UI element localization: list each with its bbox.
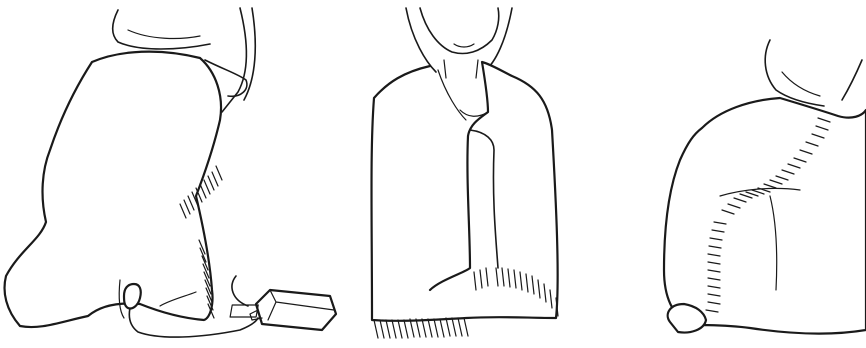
lap-fold-line-2 <box>769 195 778 291</box>
controller-cable <box>128 307 259 338</box>
shoulder-outline <box>111 9 211 50</box>
cape-collar-inner <box>459 109 489 117</box>
controller-cable-2 <box>231 275 249 307</box>
fold-line-2 <box>159 291 197 307</box>
cape-overlap <box>469 129 499 269</box>
fringe-edge-side <box>179 165 223 319</box>
figure-front-cape <box>370 7 559 339</box>
hair-left <box>405 7 437 73</box>
lap-fold-line <box>719 187 801 197</box>
hair-right <box>483 7 513 73</box>
head-outline <box>419 7 500 55</box>
sleeve-line <box>781 71 821 97</box>
cape-collar-left <box>437 69 467 121</box>
controller-device <box>229 288 338 332</box>
figure-side-view <box>3 7 338 338</box>
arm-outline <box>204 59 248 98</box>
lap-blanket-body <box>662 96 866 335</box>
foot-outline <box>666 302 708 334</box>
blanket-body <box>3 50 223 329</box>
chair-back-line <box>221 7 248 113</box>
fringe-edge-lap <box>705 117 831 313</box>
torso-outline <box>764 39 825 107</box>
controller-display <box>229 304 259 318</box>
neck-lines <box>443 59 479 79</box>
chair-back-line-2 <box>243 7 257 101</box>
collar-line <box>127 29 201 40</box>
cape-body <box>370 60 559 322</box>
figure-lap-seated <box>662 39 866 335</box>
controller-plug <box>249 309 263 321</box>
plug-connector <box>122 282 142 310</box>
mouth-line <box>453 43 475 48</box>
chair-edge <box>841 59 863 101</box>
fringe-edge-cape <box>373 267 559 339</box>
fold-line <box>118 279 125 319</box>
